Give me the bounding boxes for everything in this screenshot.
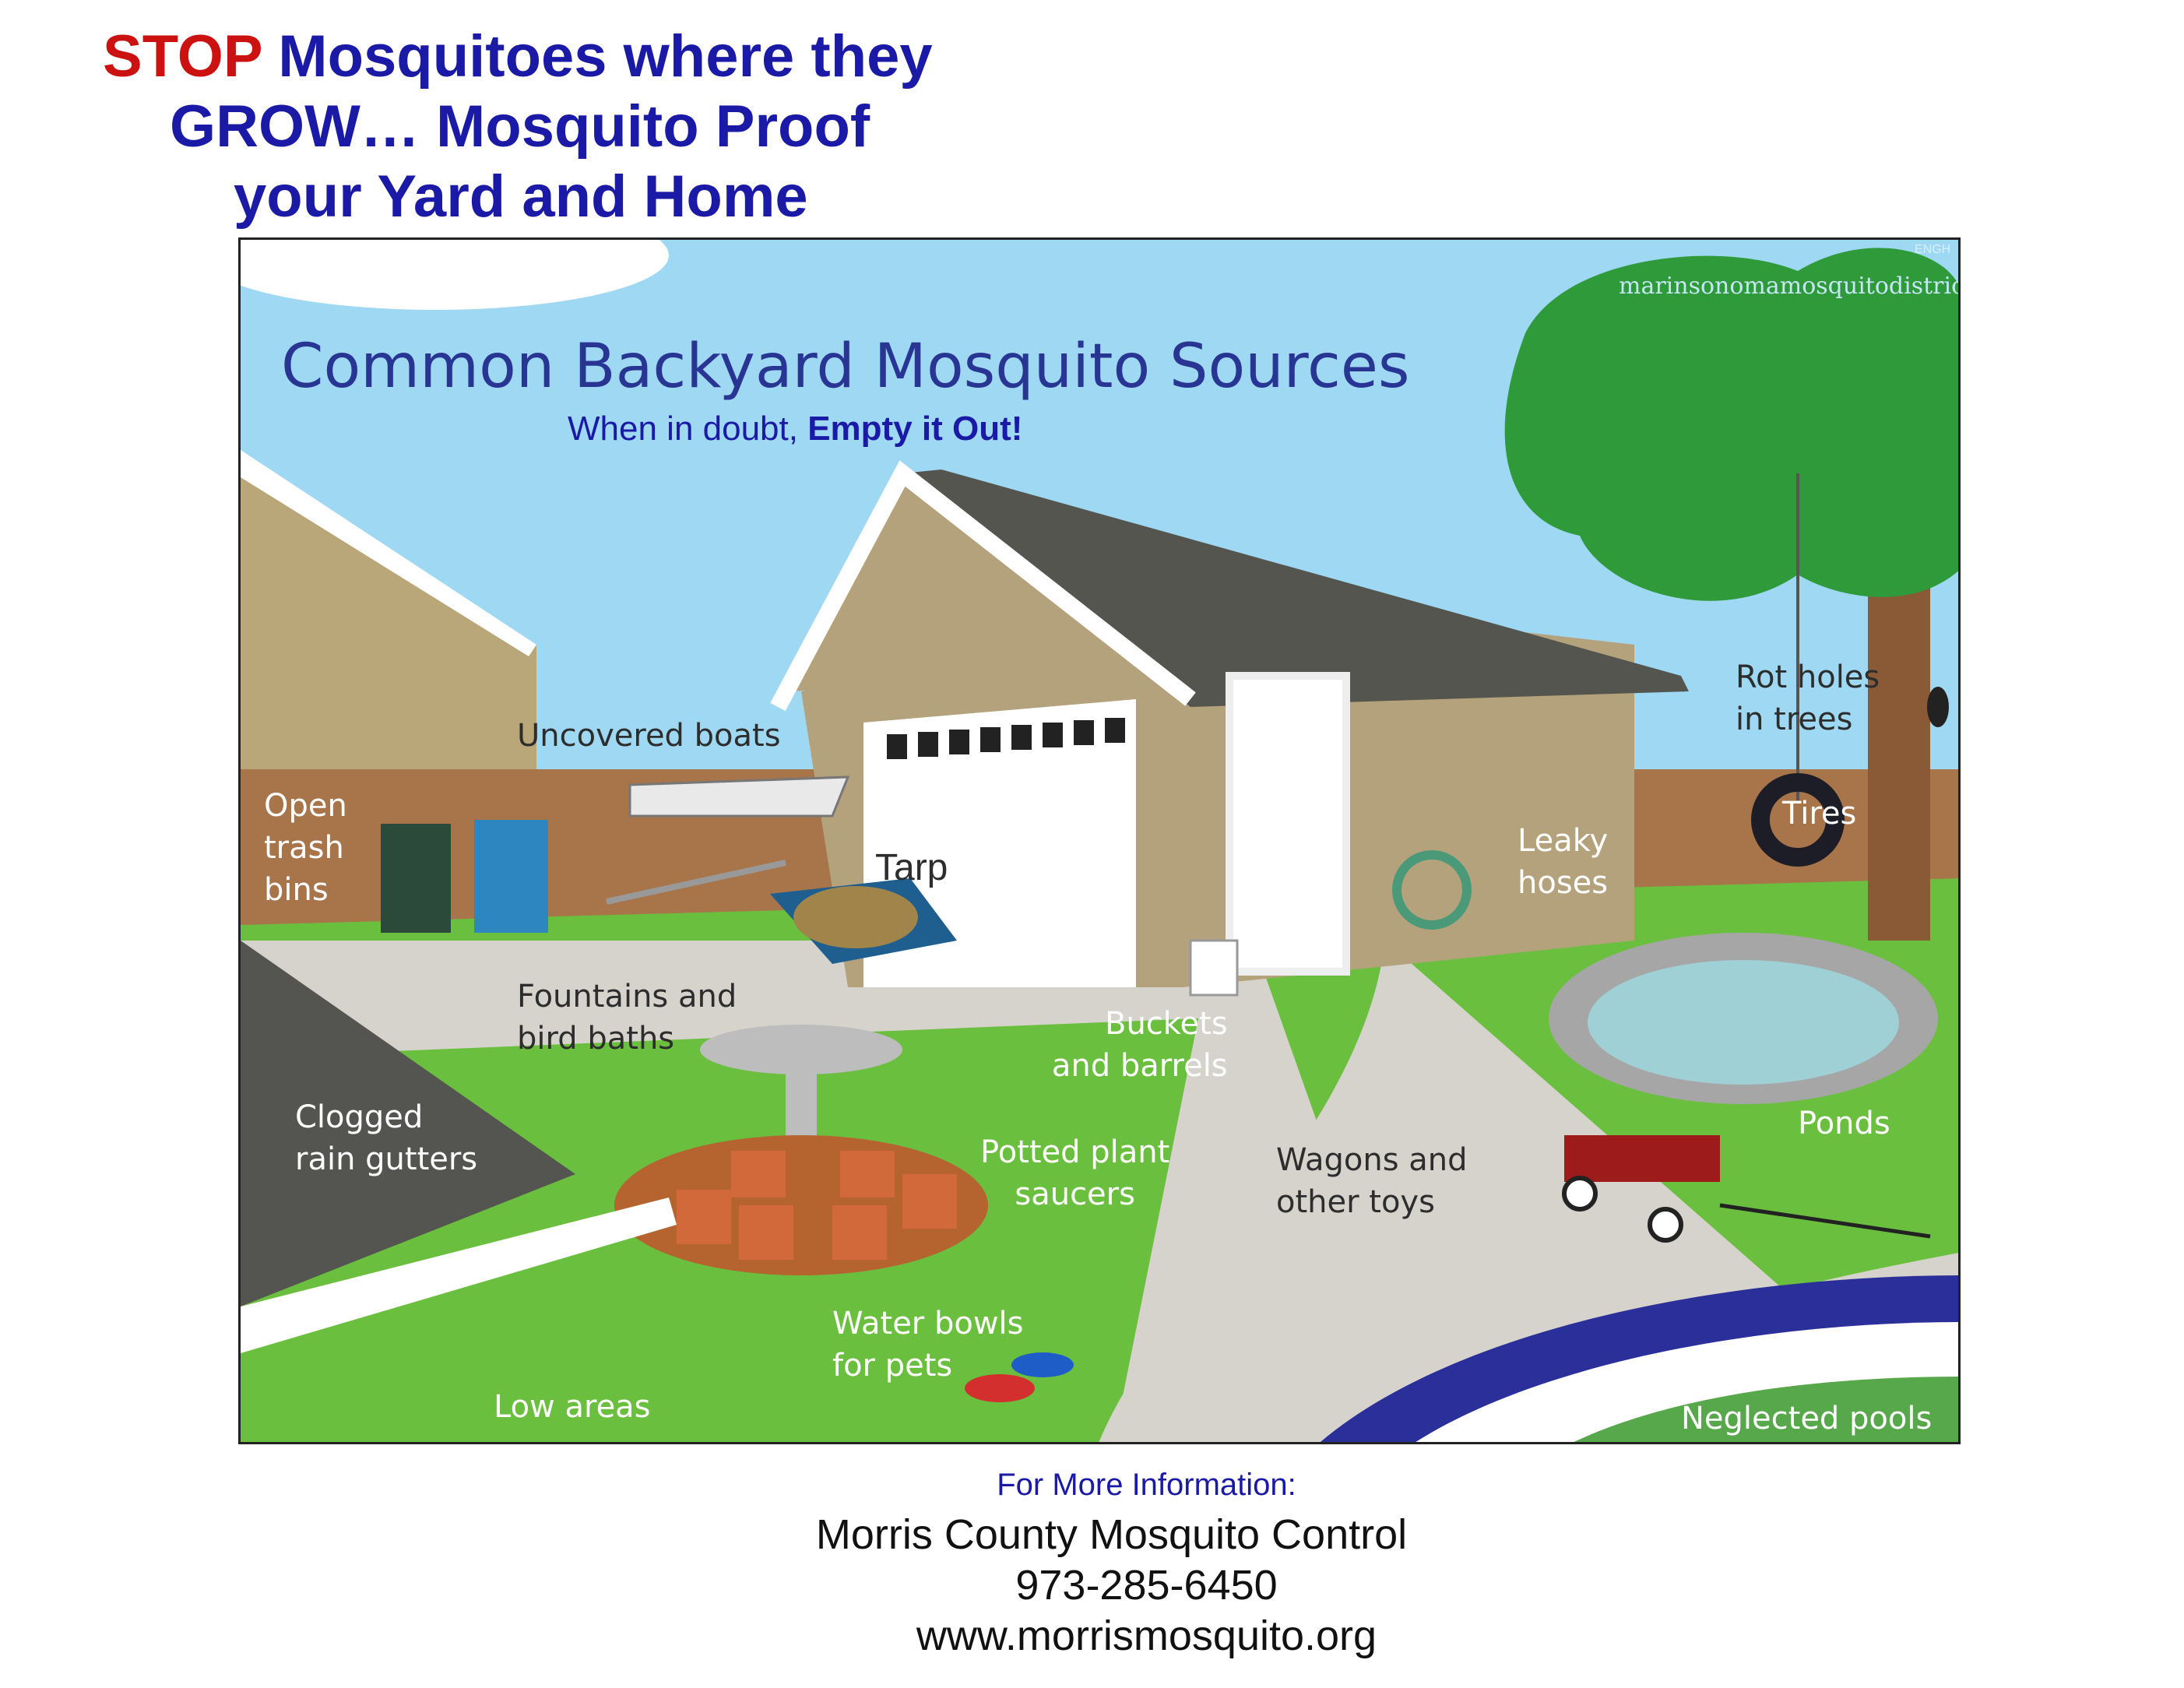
label-open-trash-bins: Open trash bins (264, 785, 347, 911)
footer-organization: Morris County Mosquito Control (815, 1511, 1408, 1558)
blue-trash-bin (474, 820, 548, 933)
bucket (1189, 939, 1239, 997)
illustration-subtitle: When in doubt, Empty it Out! (568, 410, 1022, 448)
neighbor-house (241, 466, 536, 785)
boat-trailer (606, 860, 786, 905)
label-rot-holes: Rot holes in trees (1736, 656, 1880, 740)
corner-tag: ENGH (1915, 243, 1951, 256)
neighbor-roof-trim (241, 450, 536, 656)
label-line: bins (264, 872, 329, 908)
label-line: Fountains and (517, 979, 737, 1015)
label-line: Water bowls (832, 1306, 1024, 1342)
label-line: hoses (1518, 865, 1609, 901)
label-potted-plants: Potted plant saucers (980, 1131, 1169, 1215)
wagon-handle (1719, 1203, 1931, 1239)
label-line: in trees (1736, 702, 1853, 737)
pond-water (1588, 960, 1899, 1085)
tire-swing (1751, 773, 1845, 867)
garage-roof-trim (770, 460, 1196, 712)
label-line: Potted plant (980, 1134, 1170, 1170)
label-buckets: Buckets and barrels (1035, 1003, 1228, 1087)
footer-website: www.morrismosquito.org (916, 1612, 1377, 1659)
boat (628, 775, 850, 818)
label-line: for pets (832, 1348, 953, 1384)
walkway (1099, 941, 1958, 1442)
gutter-roof (241, 941, 575, 1306)
pet-bowl-red (965, 1374, 1035, 1402)
rot-hole (1927, 687, 1949, 727)
potted-plants (677, 1151, 957, 1260)
wagon-wheel (1648, 1207, 1683, 1243)
label-tires: Tires (1782, 796, 1857, 832)
label-water-bowls: Water bowls for pets (832, 1303, 1024, 1387)
label-line: trash (264, 830, 344, 866)
side-door (1226, 672, 1350, 976)
label-line: Wagons and (1276, 1142, 1468, 1178)
label-line: other toys (1276, 1184, 1435, 1220)
wagon-wheel (1562, 1176, 1598, 1211)
label-line: bird baths (517, 1021, 675, 1057)
footer-phone: 973-285-6450 (1015, 1562, 1278, 1609)
label-tarp: Tarp (875, 847, 948, 888)
label-line: Open (264, 788, 347, 824)
headline-line-1-text: Mosquitoes where they (262, 23, 933, 90)
label-line: and barrels (1051, 1048, 1228, 1084)
label-line: Leaky (1518, 823, 1609, 859)
label-line: rain gutters (295, 1141, 478, 1177)
dirt-pile (793, 886, 918, 948)
cloud (241, 240, 669, 310)
label-fountains: Fountains and bird baths (517, 976, 737, 1060)
backyard-scene-art (241, 240, 1958, 1442)
footer-more-info: For More Information: (997, 1468, 1296, 1502)
rain-gutter (241, 1197, 677, 1353)
garden-hose (1392, 850, 1472, 930)
label-low-areas: Low areas (494, 1389, 651, 1425)
label-line: Clogged (295, 1099, 424, 1135)
headline-line-1: STOP Mosquitoes where they (103, 22, 933, 92)
label-leaky-hoses: Leaky hoses (1518, 820, 1608, 904)
wagon (1564, 1135, 1720, 1182)
watermark-text: marinsonomamosquitodistrict (1619, 273, 1961, 300)
pool-water (1574, 1377, 1958, 1442)
green-trash-bin (381, 824, 451, 933)
backyard-illustration: ENGH marinsonomamosquitodistrict Common … (238, 237, 1961, 1444)
stop-word: STOP (103, 23, 262, 90)
label-neglected-pools: Neglected pools (1681, 1401, 1933, 1437)
subtitle-emphasis: Empty it Out! (807, 410, 1023, 448)
garage-roof (902, 469, 1689, 707)
pet-bowl-blue (1011, 1352, 1074, 1377)
label-line: Buckets (1105, 1006, 1228, 1042)
label-ponds: Ponds (1798, 1106, 1890, 1141)
label-line: saucers (1015, 1176, 1135, 1212)
headline-line-3: your Yard and Home (234, 164, 808, 230)
tree-canopy (1504, 248, 1958, 601)
label-clogged-gutters: Clogged rain gutters (295, 1096, 477, 1180)
subtitle-prefix: When in doubt, (568, 410, 808, 448)
fountain-basin (700, 1025, 902, 1074)
garage-door-windows (887, 718, 1125, 759)
label-uncovered-boats: Uncovered boats (517, 718, 781, 754)
headline-line-2: GROW… Mosquito Proof (170, 93, 870, 160)
label-line: Rot holes (1736, 659, 1880, 695)
illustration-title: Common Backyard Mosquito Sources (281, 332, 1410, 402)
label-wagons: Wagons and other toys (1276, 1139, 1468, 1223)
